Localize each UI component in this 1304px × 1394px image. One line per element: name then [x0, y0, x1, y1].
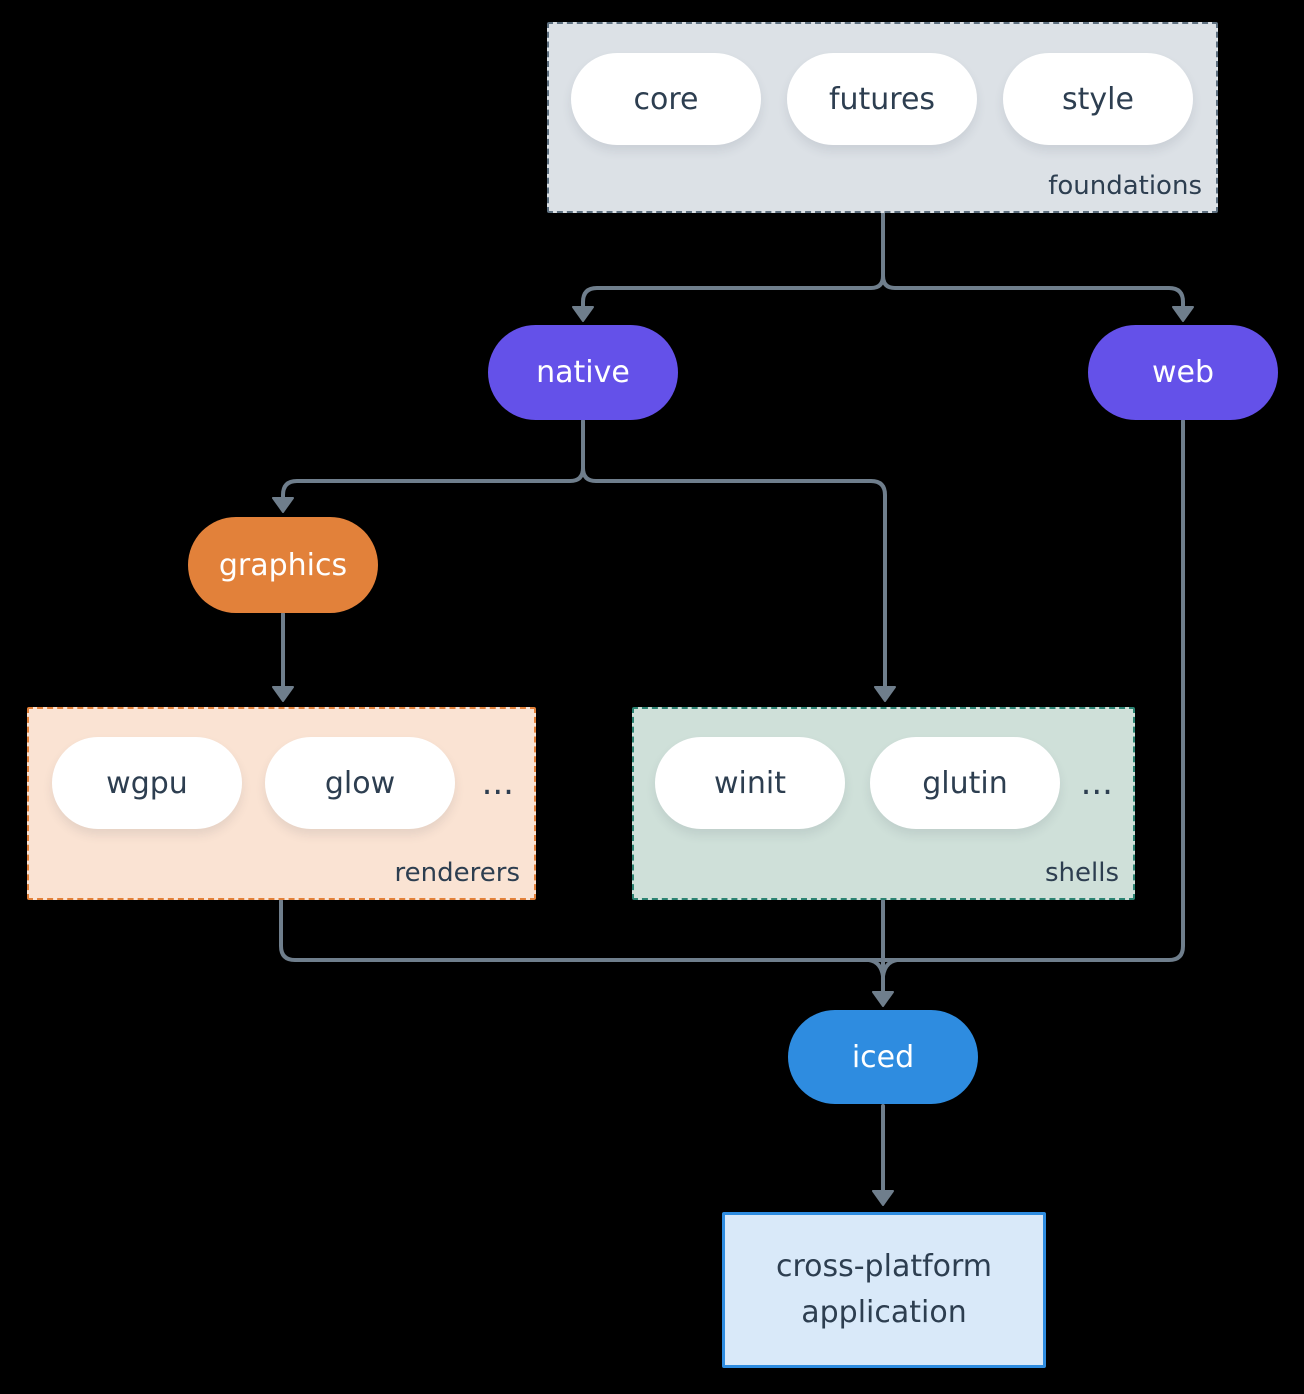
arrowhead-web [1172, 306, 1194, 322]
merge-fillet-right [881, 958, 899, 978]
node-style-label: style [1062, 81, 1134, 117]
node-native: native [488, 325, 678, 420]
node-winit-label: winit [714, 765, 786, 801]
node-core: core [571, 53, 761, 145]
group-shells-label: shells [1044, 858, 1119, 888]
arrowhead-app [872, 1190, 894, 1206]
merge-fillet-left [867, 958, 885, 978]
arrowhead-shells [874, 686, 896, 702]
connector-foundations-to-native [581, 211, 885, 309]
connector-merge-outer [279, 419, 1185, 962]
node-web: web [1088, 325, 1278, 420]
node-wgpu-label: wgpu [106, 765, 188, 801]
arrowhead-iced [872, 991, 894, 1007]
connector-foundations-to-web [881, 274, 1185, 309]
connector-native-to-graphics [281, 419, 585, 500]
node-glutin-label: glutin [922, 765, 1008, 801]
node-cross-platform-application: cross-platform application [722, 1212, 1046, 1368]
node-web-label: web [1151, 355, 1215, 390]
node-iced: iced [788, 1010, 978, 1104]
group-foundations: core futures style foundations [547, 22, 1218, 213]
node-core-label: core [633, 81, 699, 117]
renderers-more-ellipsis: ... [481, 763, 514, 803]
node-glutin: glutin [870, 737, 1060, 829]
group-renderers: wgpu glow ... renderers [27, 707, 536, 900]
node-iced-label: iced [851, 1039, 915, 1075]
node-graphics-label: graphics [218, 547, 348, 583]
node-futures: futures [787, 53, 977, 145]
node-winit: winit [655, 737, 845, 829]
node-cross-platform-application-label: cross-platform application [775, 1249, 993, 1330]
node-wgpu: wgpu [52, 737, 242, 829]
node-glow: glow [265, 737, 455, 829]
node-native-label: native [536, 355, 630, 390]
node-style: style [1003, 53, 1193, 145]
node-glow-label: glow [324, 765, 396, 801]
connector-native-to-shells [581, 466, 887, 689]
node-graphics: graphics [188, 517, 378, 613]
node-futures-label: futures [828, 81, 936, 117]
arrowhead-renderers [272, 686, 294, 702]
group-foundations-label: foundations [1048, 171, 1202, 201]
arrowhead-native [572, 306, 594, 322]
group-renderers-label: renderers [394, 858, 520, 888]
arrowhead-graphics [272, 497, 294, 513]
shells-more-ellipsis: ... [1080, 763, 1113, 803]
group-shells: winit glutin ... shells [632, 707, 1135, 900]
